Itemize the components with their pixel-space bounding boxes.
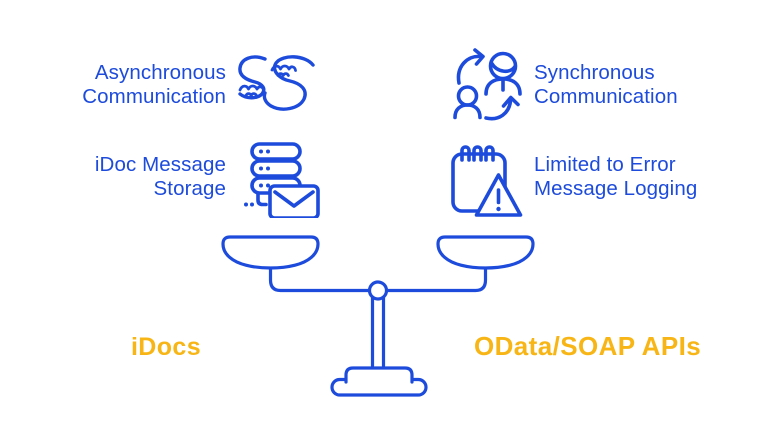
feature-label-line: Communication (82, 85, 226, 108)
user-hair (489, 61, 517, 73)
river-waves (238, 64, 297, 97)
balance-scale-icon (221, 235, 535, 397)
river-bank-left (238, 55, 267, 100)
feature-label-line: iDoc Message (94, 153, 226, 176)
feature-label-sync-communication: Synchronous Communication (534, 61, 732, 109)
scale-pan-right (436, 235, 535, 270)
user-small-shoulders (453, 103, 482, 120)
sync-arrow-down-head (501, 95, 520, 108)
feature-label-line: Storage (153, 177, 226, 200)
river-bank-right (262, 55, 315, 111)
feature-label-line: Limited to Error (534, 153, 676, 176)
sync-arrow-down (484, 99, 513, 121)
sync-arrow-up-head (473, 48, 485, 66)
server-envelope-icon (244, 142, 320, 218)
notepad-binding (460, 145, 495, 162)
river-icon (238, 55, 315, 111)
server-rack (250, 142, 302, 161)
server-connector (256, 191, 268, 207)
server-lights (244, 149, 270, 207)
sync-arrow-up (456, 54, 483, 85)
feature-label-line: Asynchronous (94, 61, 226, 84)
feature-label-async-communication: Asynchronous Communication (28, 61, 226, 109)
envelope-body (268, 184, 320, 218)
user-small-head (456, 85, 479, 107)
server-rack (250, 159, 302, 178)
feature-label-line: Message Logging (534, 177, 698, 200)
feature-label-line: Communication (534, 85, 678, 108)
feature-label-line: Synchronous (534, 61, 655, 84)
envelope-flap (273, 190, 315, 208)
notepad-warning-icon (451, 145, 523, 217)
scale-pan-left (221, 235, 320, 270)
scale-pivot (367, 280, 389, 301)
scale-base-top (344, 366, 414, 384)
scale-post (370, 296, 386, 370)
feature-label-error-logging: Limited to Error Message Logging (534, 153, 732, 201)
side-label-odata-soap-apis: OData/SOAP APIs (474, 331, 702, 361)
user-sync-icon (453, 48, 522, 121)
feature-label-idoc-storage: iDoc Message Storage (28, 153, 226, 201)
warning-exclamation-dot (496, 206, 501, 212)
side-label-idocs: iDocs (130, 333, 202, 361)
